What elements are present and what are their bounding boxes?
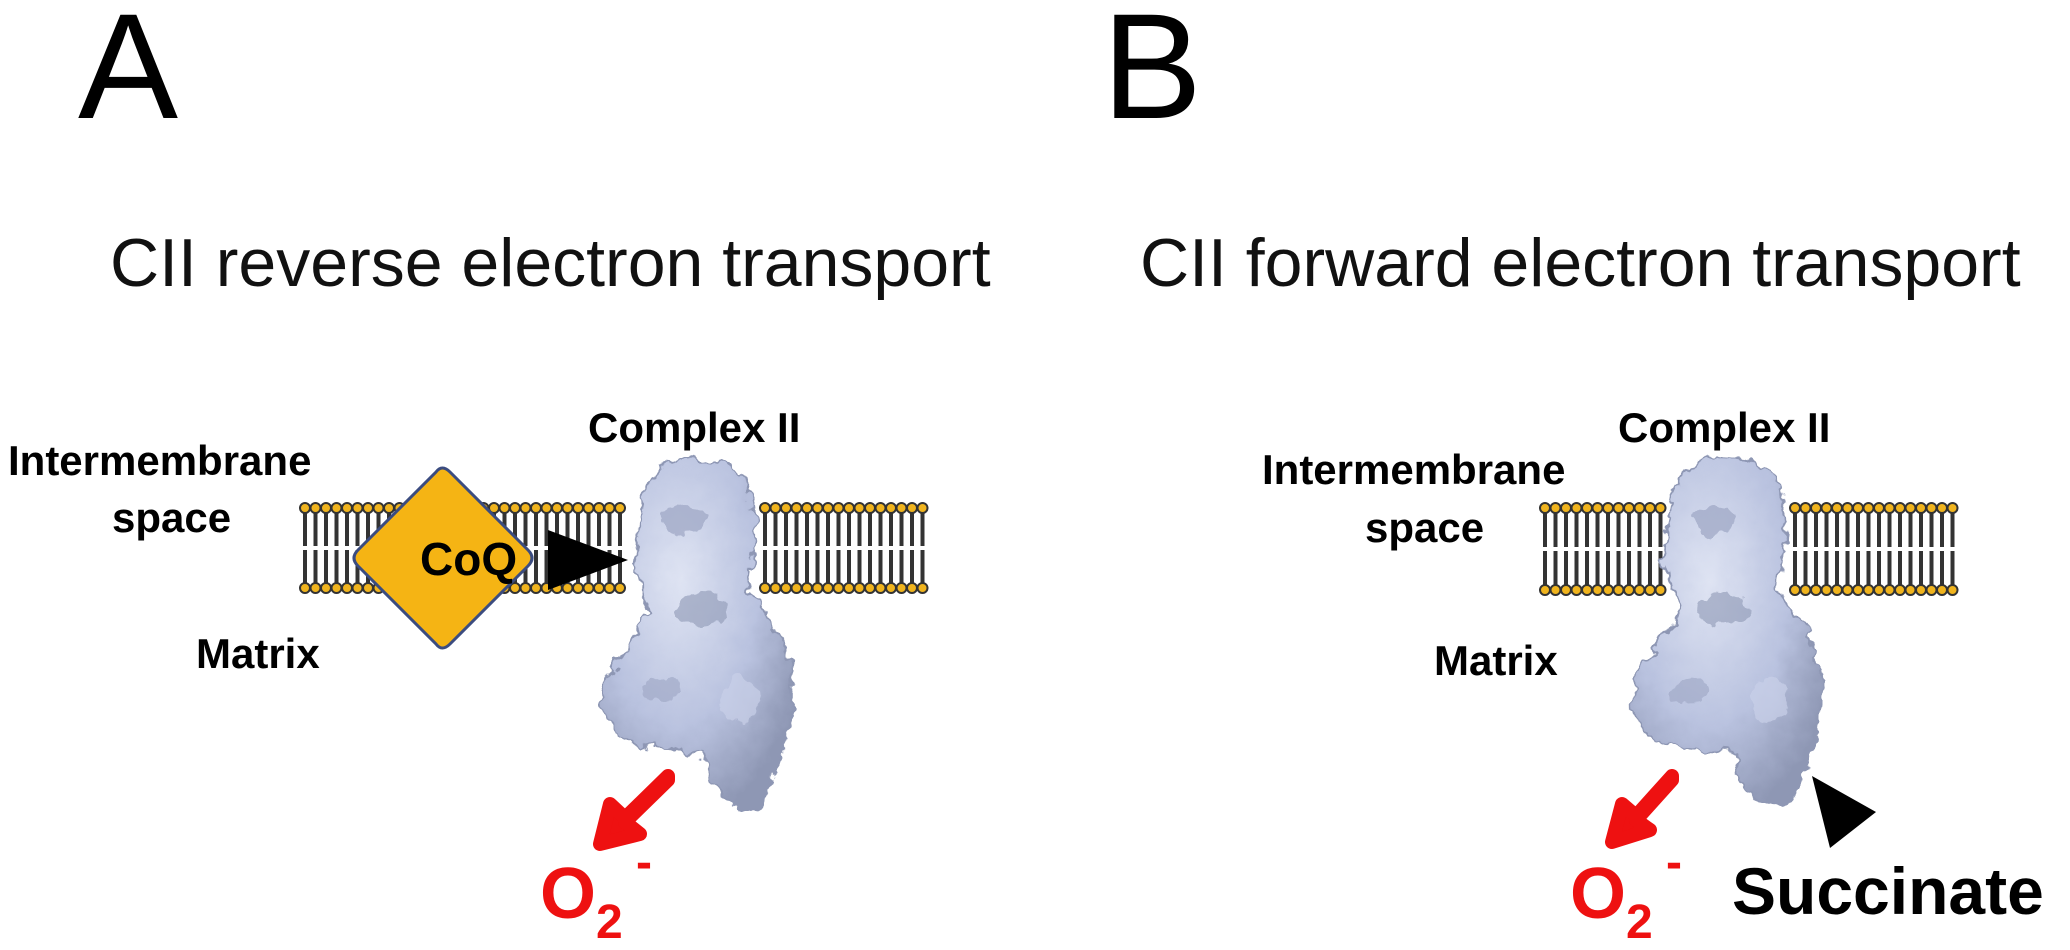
superoxide-label-b: O 2 -	[1570, 836, 1682, 949]
lipid-bilayer-b	[1539, 502, 1959, 596]
superoxide-release-arrow-icon	[1605, 769, 1679, 849]
superoxide-o-b: O	[1570, 854, 1626, 934]
superoxide-sub-a: 2	[596, 896, 623, 949]
complex-ii-protein-b	[1631, 457, 1824, 809]
panel-title-a: CII reverse electron transport	[110, 225, 991, 301]
matrix-label-a: Matrix	[196, 630, 320, 677]
superoxide-release-arrow-icon	[593, 769, 675, 851]
electron-flow-arrow-icon	[548, 530, 628, 590]
superoxide-o-a: O	[540, 854, 596, 934]
panel-title-b: CII forward electron transport	[1140, 225, 2021, 301]
space-label-b: space	[1365, 504, 1484, 551]
superoxide-sup-a: -	[636, 836, 652, 889]
complex-ii-label-b: Complex II	[1618, 404, 1830, 451]
matrix-label-b: Matrix	[1434, 637, 1558, 684]
panel-letter-a: A	[78, 0, 178, 150]
complex-ii-protein-a	[601, 457, 794, 809]
panel-b: B CII forward electron transport Complex…	[1102, 0, 2044, 949]
complex-ii-label-a: Complex II	[588, 404, 800, 451]
intermembrane-label-b: Intermembrane	[1262, 446, 1565, 493]
superoxide-sup-b: -	[1666, 836, 1682, 889]
superoxide-sub-b: 2	[1626, 896, 1653, 949]
electron-flow-arrow-icon	[1812, 776, 1876, 848]
space-label-a: space	[112, 494, 231, 541]
superoxide-label-a: O 2 -	[540, 836, 652, 949]
panel-a: A CII reverse electron transport Complex…	[8, 0, 991, 949]
intermembrane-label-a: Intermembrane	[8, 437, 311, 484]
succinate-label: Succinate	[1732, 854, 2044, 928]
coq-label: CoQ	[420, 533, 517, 585]
coq-diamond: CoQ	[352, 466, 534, 650]
panel-letter-b: B	[1102, 0, 1202, 150]
